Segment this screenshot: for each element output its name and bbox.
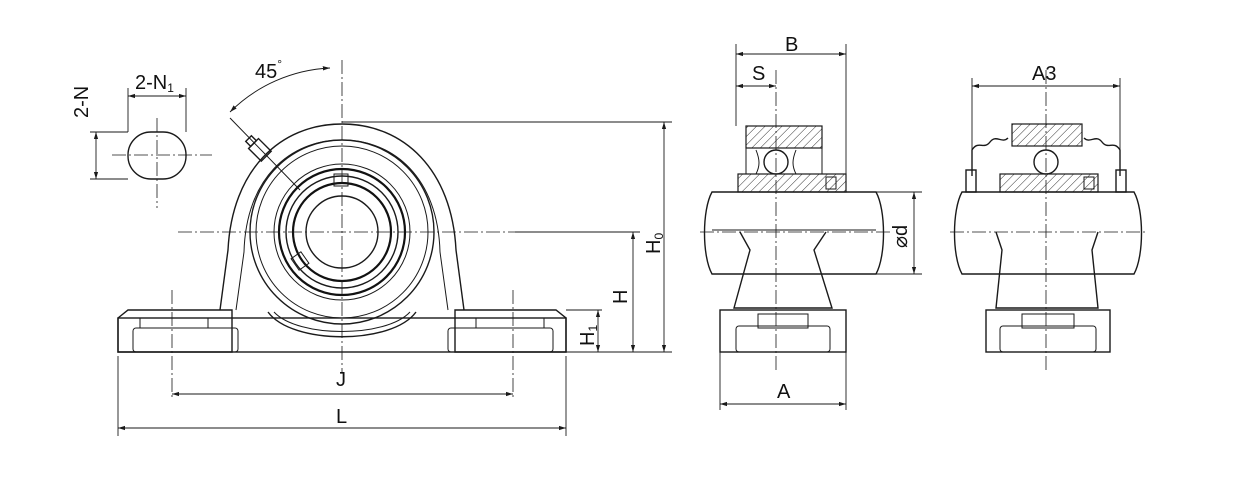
dim-label-h0: H0	[643, 233, 666, 254]
dim-label-h1: H1	[577, 325, 600, 346]
dim-label-j: J	[336, 369, 346, 391]
dim-label-angle: 45°	[255, 57, 282, 83]
sealed-base	[985, 309, 1111, 353]
housing-top-section	[745, 125, 823, 149]
dim-label-b: B	[785, 34, 798, 56]
dim-label-2n1: 2-N1	[135, 72, 174, 95]
base-slot-right	[447, 327, 554, 353]
side-base	[719, 309, 847, 353]
dim-label-l: L	[336, 406, 347, 428]
dim-label-a: A	[777, 381, 791, 403]
dim-label-h: H	[610, 290, 632, 304]
sealed-side-view: A3	[950, 63, 1148, 372]
set-screw-top	[333, 173, 349, 187]
angle-arc	[229, 66, 331, 113]
side-section-view: B S A ⌀d	[700, 34, 922, 410]
set-screw-left	[290, 251, 310, 271]
dim-label-2n: 2-N	[71, 86, 93, 118]
base-slot-left	[132, 327, 239, 353]
dim-label-s: S	[752, 63, 765, 85]
shaft-sealed	[953, 191, 1143, 275]
sealed-housing-section	[1011, 123, 1083, 147]
front-view: 45° J L H0 H H1	[117, 57, 672, 436]
shaft	[703, 191, 885, 275]
dim-label-a3: A3	[1032, 63, 1056, 85]
housing-outline	[219, 123, 465, 311]
dim-label-d: ⌀d	[890, 225, 912, 248]
slot-detail: 2-N 2-N1	[71, 72, 212, 208]
grease-nipple	[244, 134, 273, 163]
